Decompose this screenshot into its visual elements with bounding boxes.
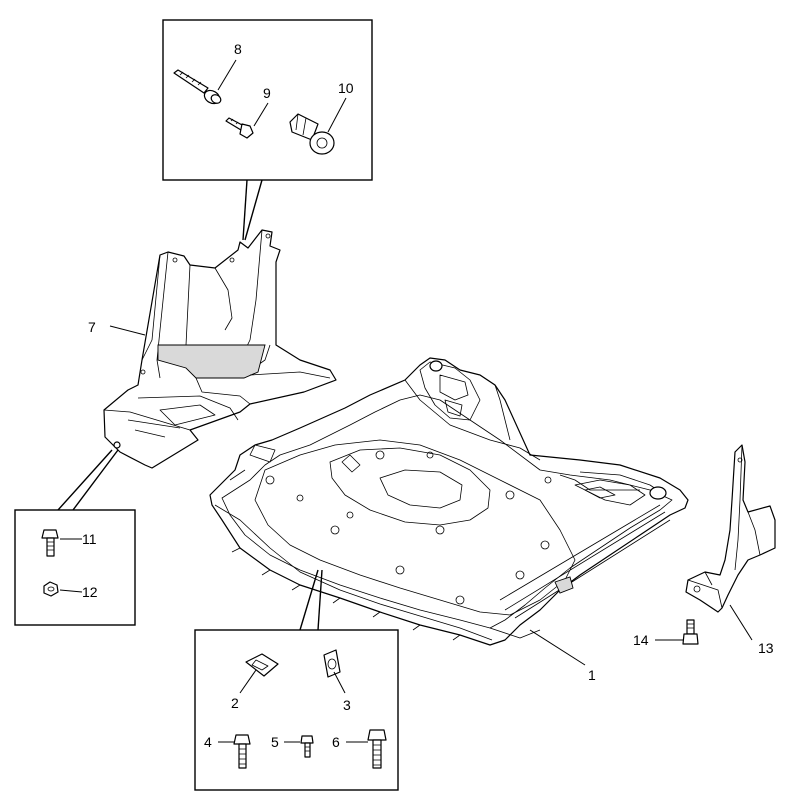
callout-10: 10 xyxy=(338,80,354,96)
leader-lines xyxy=(59,59,753,743)
callout-6: 6 xyxy=(332,734,340,750)
nut-3 xyxy=(323,649,341,678)
callout-2: 2 xyxy=(231,695,239,711)
callout-14: 14 xyxy=(633,632,649,648)
bolt-6 xyxy=(367,729,387,769)
part-1-undertray xyxy=(209,357,689,646)
bolt-11 xyxy=(41,529,59,557)
detail-box-bottom xyxy=(194,569,399,791)
callout-13: 13 xyxy=(758,640,774,656)
clip-2 xyxy=(245,653,279,677)
callout-12: 12 xyxy=(82,584,98,600)
callout-7: 7 xyxy=(88,319,96,335)
nut-12 xyxy=(43,581,59,597)
bolt-4 xyxy=(233,734,251,769)
callout-11: 11 xyxy=(82,531,97,547)
bolt-8 xyxy=(173,69,222,105)
part-7-shield xyxy=(103,229,337,469)
callout-9: 9 xyxy=(263,85,271,101)
callout-3: 3 xyxy=(343,697,351,713)
detail-box-left xyxy=(14,449,136,626)
bolt-9 xyxy=(225,117,254,139)
callout-1: 1 xyxy=(588,667,596,683)
clip-10 xyxy=(289,113,335,155)
part-13-bracket xyxy=(685,444,776,613)
callout-5: 5 xyxy=(271,734,279,750)
detail-box-top xyxy=(162,19,373,241)
bolt-5 xyxy=(300,735,314,758)
callout-4: 4 xyxy=(204,734,212,750)
callout-8: 8 xyxy=(234,41,242,57)
bolt-14 xyxy=(682,619,699,645)
